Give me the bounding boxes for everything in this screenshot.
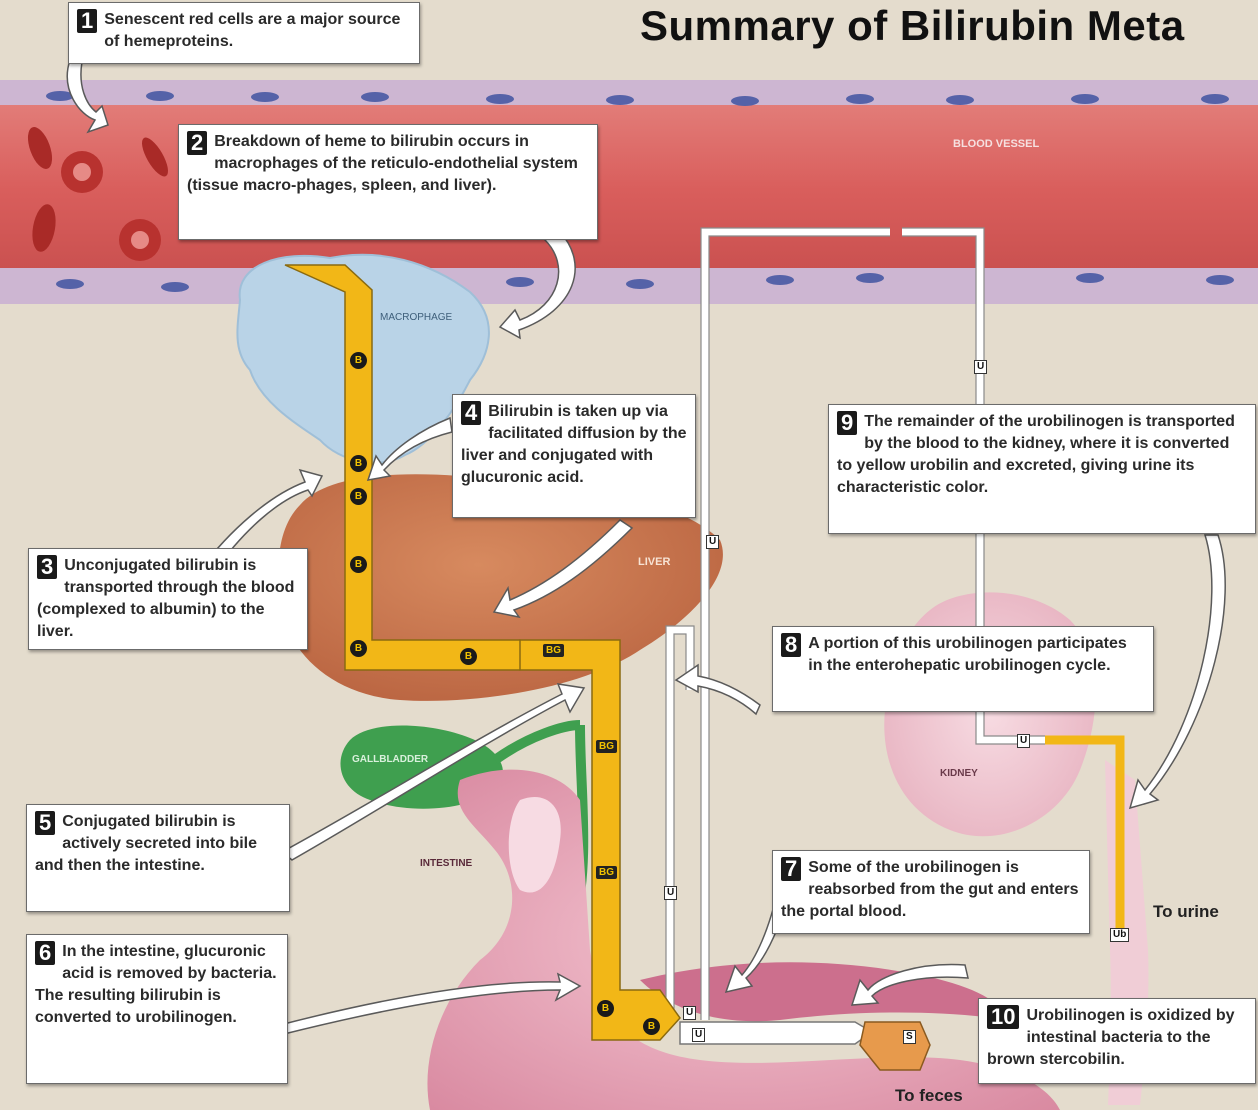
step-number: 6 [35,941,55,965]
step-number: 10 [987,1005,1019,1029]
bilirubin-glucuronide-marker: BG [596,866,617,879]
step-text: Senescent red cells are a major source o… [104,11,400,50]
step-text: The remainder of the urobilinogen is tra… [837,413,1235,496]
bilirubin-marker: B [350,640,367,657]
bilirubin-glucuronide-marker: BG [596,740,617,753]
step-7-callout: 7 Some of the urobilinogen is reabsorbed… [772,850,1090,934]
label-liver: LIVER [638,556,670,568]
step-number: 9 [837,411,857,435]
step-10-callout: 10 Urobilinogen is oxidized by intestina… [978,998,1256,1084]
urobilin-marker: Ub [1110,928,1129,942]
bilirubin-marker: B [460,648,477,665]
page-title: Summary of Bilirubin Meta [640,2,1185,50]
label-to-feces: To feces [895,1086,963,1106]
step-text: A portion of this urobilinogen participa… [808,635,1127,674]
step-5-callout: 5 Conjugated bilirubin is actively secre… [26,804,290,912]
label-gallbladder: GALLBLADDER [352,754,428,765]
step-number: 7 [781,857,801,881]
label-kidney: KIDNEY [940,768,978,779]
stercobilin-marker: S [903,1030,916,1044]
urobilinogen-marker: U [1017,734,1030,748]
urobilinogen-marker: U [683,1006,696,1020]
step-8-callout: 8 A portion of this urobilinogen partici… [772,626,1154,712]
step-number: 2 [187,131,207,155]
label-blood-vessel: BLOOD VESSEL [953,138,1039,150]
step-number: 1 [77,9,97,33]
label-to-urine: To urine [1153,902,1219,922]
urobilinogen-marker: U [706,535,719,549]
step-3-callout: 3 Unconjugated bilirubin is transported … [28,548,308,650]
step-text: Urobilinogen is oxidized by intestinal b… [987,1007,1235,1068]
step-text: Unconjugated bilirubin is transported th… [37,557,294,640]
step-number: 4 [461,401,481,425]
bilirubin-marker: B [350,455,367,472]
bilirubin-marker: B [350,352,367,369]
step-text: Conjugated bilirubin is actively secrete… [35,813,257,874]
step-text: In the intestine, glucuronic acid is rem… [35,943,277,1026]
bilirubin-marker: B [350,488,367,505]
bilirubin-marker: B [350,556,367,573]
step-1-callout: 1 Senescent red cells are a major source… [68,2,420,64]
step-number: 3 [37,555,57,579]
urobilinogen-marker: U [664,886,677,900]
step-text: Bilirubin is taken up via facilitated di… [461,403,686,486]
bilirubin-marker: B [597,1000,614,1017]
label-macrophage: MACROPHAGE [380,312,452,323]
bilirubin-marker: B [643,1018,660,1035]
step-text: Breakdown of heme to bilirubin occurs in… [187,133,578,194]
step-6-callout: 6 In the intestine, glucuronic acid is r… [26,934,288,1084]
urobilinogen-marker: U [692,1028,705,1042]
step-number: 8 [781,633,801,657]
step-number: 5 [35,811,55,835]
step-text: Some of the urobilinogen is reabsorbed f… [781,859,1079,920]
urobilinogen-marker: U [974,360,987,374]
step-2-callout: 2 Breakdown of heme to bilirubin occurs … [178,124,598,240]
bilirubin-glucuronide-marker: BG [543,644,564,657]
step-9-callout: 9 The remainder of the urobilinogen is t… [828,404,1256,534]
step-4-callout: 4 Bilirubin is taken up via facilitated … [452,394,696,518]
label-intestine: INTESTINE [420,858,472,869]
